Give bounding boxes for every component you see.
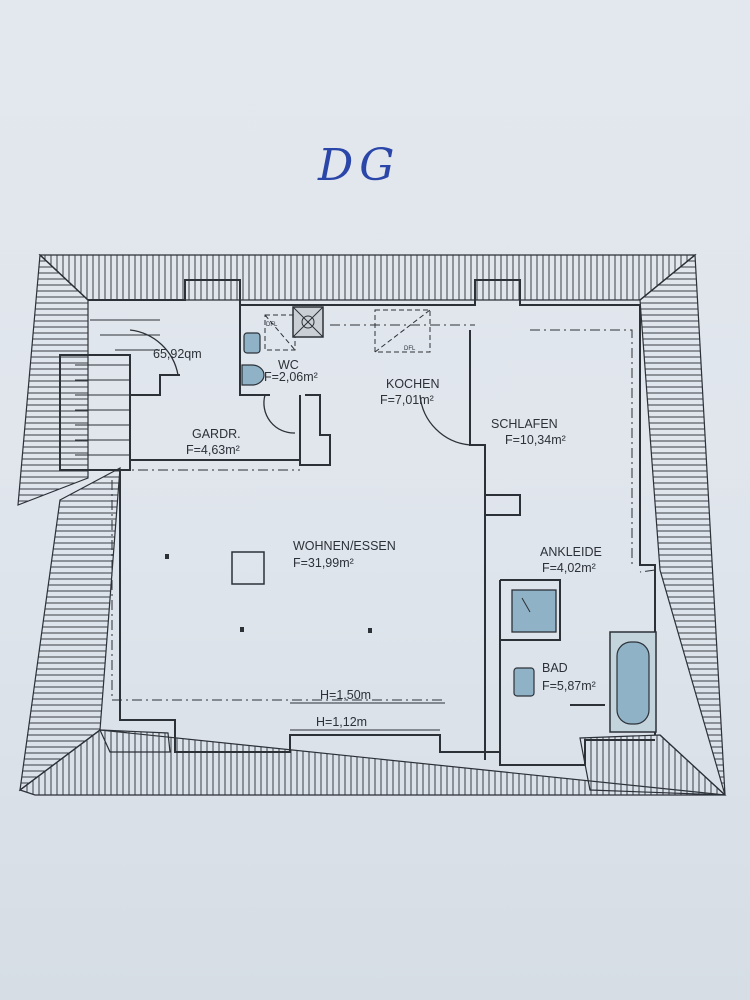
room-wohnen-name: WOHNEN/ESSEN (293, 539, 396, 553)
wc-washbasin (243, 332, 261, 354)
skylight-mark-a: DFL (266, 322, 278, 328)
floor-label: DG (317, 140, 400, 191)
column (231, 551, 265, 585)
room-bad-area: F=5,87m² (542, 679, 596, 693)
slope-lines (111, 324, 656, 701)
room-gardr-area: F=4,63m² (186, 443, 240, 457)
room-wc-area: F=2,06m² (264, 370, 318, 384)
room-kochen-area: F=7,01m² (380, 393, 434, 407)
shower (511, 589, 557, 633)
skylight-mark-b: DFL (404, 346, 416, 352)
room-kochen-name: KOCHEN (386, 377, 439, 391)
chimney-shaft (292, 306, 324, 338)
marker-dots (165, 554, 372, 633)
room-ankleide-area: F=4,02m² (542, 561, 596, 575)
room-gardr-name: GARDR. (192, 427, 241, 441)
door-swings (129, 329, 471, 446)
room-ankleide-name: ANKLEIDE (540, 545, 602, 559)
total-area-label: 65,92qm (153, 347, 202, 361)
roof-hatching (17, 253, 727, 796)
bad-washbasin (513, 667, 535, 697)
room-wc-name: WC (278, 358, 299, 372)
bathtub (609, 631, 657, 733)
walls (59, 279, 656, 766)
height-label-2: H=1,12m (316, 715, 367, 729)
room-schlafen-name: SCHLAFEN (491, 417, 558, 431)
toilet (241, 364, 265, 386)
skylights (264, 309, 431, 353)
room-bad-name: BAD (542, 661, 568, 675)
room-wohnen-area: F=31,99m² (293, 556, 354, 570)
height-label-1: H=1,50m (320, 688, 371, 702)
height-lines (290, 702, 445, 731)
room-schlafen-area: F=10,34m² (505, 433, 566, 447)
